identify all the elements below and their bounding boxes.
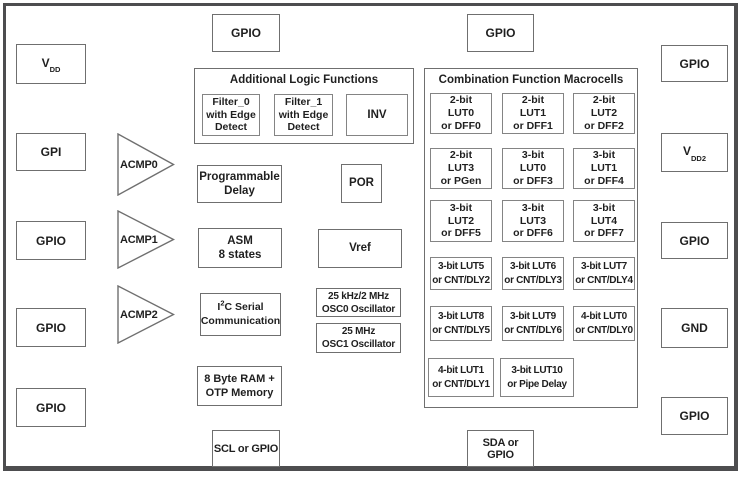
pin-vdd: VDD xyxy=(16,44,86,84)
pin-gpio-right-1: GPIO xyxy=(661,45,728,82)
pin-label: GPIO xyxy=(679,409,710,423)
pin-label: GPIO xyxy=(35,320,66,335)
block-osc1: 25 MHz OSC1 Oscillator xyxy=(316,323,401,353)
pin-gpio-right-2: GPIO xyxy=(661,222,728,259)
pin-label: GPIO xyxy=(485,26,516,40)
pin-label: GPIO xyxy=(679,56,710,71)
block-i2c: I2C Serial Communication xyxy=(200,293,281,336)
pin-label: GPIO xyxy=(35,233,66,248)
pin-vdd2: VDD2 xyxy=(661,133,728,172)
triangle-icon xyxy=(117,133,175,196)
pin-gpio-top-1: GPIO xyxy=(212,14,280,52)
block-osc0: 25 kHz/2 MHz OSC0 Oscillator xyxy=(316,288,401,317)
comparator-label: ACMP2 xyxy=(120,308,158,321)
block-asm: ASM 8 states xyxy=(198,228,282,268)
block-filter1: Filter_1 with Edge Detect xyxy=(274,94,333,136)
panel-additional-logic: Additional Logic Functions Filter_0 with… xyxy=(194,68,414,144)
pin-gpio-left-1: GPIO xyxy=(16,221,86,260)
pin-gpio-left-2: GPIO xyxy=(16,308,86,347)
block-filter0: Filter_0 with Edge Detect xyxy=(202,94,260,136)
pin-label: GPIO xyxy=(35,400,66,415)
comparator-acmp0: ACMP0 xyxy=(117,133,175,196)
pin-label: GPIO xyxy=(679,233,710,248)
comparator-acmp1: ACMP1 xyxy=(117,210,175,269)
block-por: POR xyxy=(341,164,382,203)
pin-label: SCL or GPIO xyxy=(213,442,279,455)
block-vref: Vref xyxy=(318,229,402,268)
pin-gpi: GPI xyxy=(16,133,86,171)
block-ram: 8 Byte RAM + OTP Memory xyxy=(197,366,282,406)
pin-label: GPI xyxy=(40,145,62,159)
pin-gpio-right-3: GPIO xyxy=(661,397,728,435)
comparator-label: ACMP1 xyxy=(120,233,158,246)
block-programmable-delay: Programmable Delay xyxy=(197,165,282,203)
pin-gpio-left-3: GPIO xyxy=(16,388,86,427)
pin-label: VDD2 xyxy=(682,144,707,163)
pin-gnd: GND xyxy=(661,308,728,348)
triangle-icon xyxy=(117,285,175,344)
comparator-label: ACMP0 xyxy=(120,158,158,171)
pin-label: SDA or GPIO xyxy=(482,436,519,461)
panel-title: Combination Function Macrocells xyxy=(438,74,624,86)
pin-sda-gpio: SDA or GPIO xyxy=(467,430,534,467)
block-inv: INV xyxy=(346,94,408,136)
pin-gpio-top-2: GPIO xyxy=(467,14,534,52)
pin-label: GND xyxy=(681,321,708,335)
pin-label: VDD xyxy=(41,55,61,75)
pin-label: GPIO xyxy=(230,26,261,40)
panel-title: Additional Logic Functions xyxy=(229,74,379,86)
comparator-acmp2: ACMP2 xyxy=(117,285,175,344)
pin-scl-gpio: SCL or GPIO xyxy=(212,430,280,467)
triangle-icon xyxy=(117,210,175,269)
